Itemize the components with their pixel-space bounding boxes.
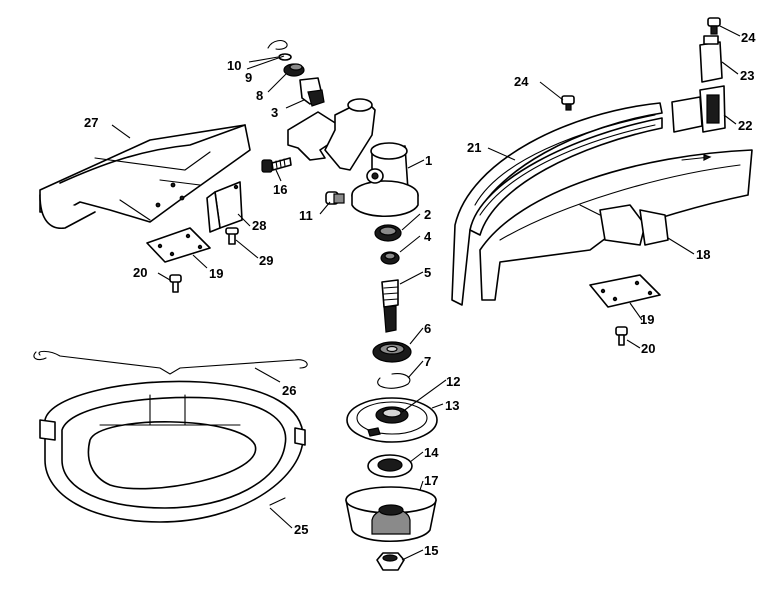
callout-29: 29	[259, 253, 273, 268]
clamp-plate-19-right	[589, 274, 661, 308]
screw-20-right	[615, 326, 628, 346]
screw-11	[325, 191, 345, 205]
screw-20-left	[169, 274, 182, 293]
callout-19-right: 19	[640, 312, 654, 327]
guard-ring-25	[39, 380, 306, 523]
bearing-2	[374, 224, 402, 242]
thrust-plate-13	[346, 397, 438, 443]
callout-24-mid: 24	[514, 74, 529, 89]
callout-10: 10	[227, 58, 241, 73]
callout-8: 8	[256, 88, 263, 103]
callout-17: 17	[424, 473, 438, 488]
screw-24-top	[707, 17, 721, 35]
gear-head-1	[287, 98, 419, 218]
callout-21: 21	[467, 140, 481, 155]
screw-29	[225, 227, 239, 245]
callout-28: 28	[252, 218, 266, 233]
callout-25: 25	[294, 522, 308, 537]
callout-5: 5	[424, 265, 431, 280]
mounting-bracket-28	[206, 181, 243, 233]
bearing-8	[283, 63, 305, 77]
bracket-22	[671, 85, 726, 133]
callout-3: 3	[271, 105, 278, 120]
drive-shaft-5	[381, 279, 399, 333]
callout-15: 15	[424, 543, 438, 558]
washer-14	[367, 454, 413, 478]
screw-16	[261, 157, 292, 173]
deflector-guard-left	[39, 124, 251, 229]
callout-7: 7	[424, 354, 431, 369]
screw-24-mid	[561, 95, 575, 111]
nut-15	[376, 552, 405, 571]
callout-4: 4	[424, 229, 432, 244]
callout-2: 2	[424, 207, 431, 222]
callout-23: 23	[740, 68, 754, 83]
callout-26: 26	[282, 383, 296, 398]
callout-1: 1	[425, 153, 432, 168]
retaining-wire-26	[33, 350, 308, 375]
callout-9: 9	[245, 70, 252, 85]
spacer-23	[699, 35, 723, 83]
bearing-6	[372, 341, 412, 363]
callout-6: 6	[424, 321, 431, 336]
callout-12: 12	[446, 374, 460, 389]
bushing-4	[380, 251, 400, 265]
callout-11: 11	[299, 208, 313, 223]
callout-20-left: 20	[133, 265, 147, 280]
callout-24-top: 24	[741, 30, 756, 45]
leader-lines	[111, 25, 741, 561]
callout-16: 16	[273, 182, 287, 197]
circlip-7	[377, 373, 411, 389]
circlip-10	[267, 39, 288, 50]
mowing-head-17	[345, 486, 437, 543]
clamp-plate-19-left	[146, 227, 211, 263]
callout-27: 27	[84, 115, 98, 130]
callout-20-right: 20	[641, 341, 655, 356]
washer-9	[278, 53, 292, 61]
callout-14: 14	[424, 445, 439, 460]
callout-labels: 1 2 3 4 5 6 7 8 9 10 11 12 13 14 15 16 1…	[84, 30, 756, 558]
bevel-gear-3	[299, 77, 325, 107]
callout-22: 22	[738, 118, 752, 133]
deflector-guard-right	[451, 102, 753, 306]
callout-19-left: 19	[209, 266, 223, 281]
callout-13: 13	[445, 398, 459, 413]
callout-18: 18	[696, 247, 710, 262]
